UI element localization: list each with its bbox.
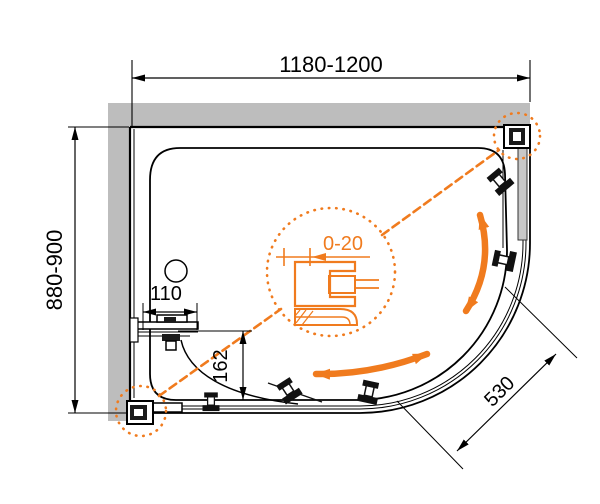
profile-section-drawing (293, 260, 379, 326)
panel-offset-label: 162 (210, 349, 232, 382)
roller-right-mid (491, 249, 517, 273)
dimension-width: 1180-1200 (131, 52, 531, 126)
slide-arrow-bottom (312, 350, 431, 380)
callout-leader-top (380, 148, 501, 237)
drain-circle (164, 259, 188, 283)
roller-right-top (486, 167, 515, 197)
wall-profile-top-right (503, 124, 531, 149)
width-dimension-label: 1180-1200 (279, 52, 383, 77)
detail-callouts (114, 111, 542, 438)
dimension-door-radius: 530 (396, 286, 578, 470)
tray-outline (149, 147, 508, 401)
wall-segment-label: 110 (150, 283, 182, 305)
wall-profile-bottom-left (126, 400, 183, 425)
dimension-wall-segment: 110 (142, 283, 198, 330)
side-panel-bracket (129, 314, 199, 351)
track-line-2 (153, 127, 524, 407)
callout-circle-top-right (492, 111, 542, 161)
track-line-1 (153, 127, 527, 410)
profile-detail: 0-20 (276, 233, 379, 326)
adjustment-arrowhead (312, 253, 326, 261)
dimension-depth: 880-900 (42, 126, 129, 414)
roller-bottom (356, 379, 380, 405)
roller-lever (267, 377, 323, 405)
slide-arrow-right (462, 211, 490, 315)
roller-small-left (202, 392, 220, 412)
profile-adjustment-label: 0-20 (323, 233, 363, 255)
detail-circle (265, 206, 397, 338)
wall-left (108, 103, 130, 421)
callout-leader-bottom (157, 307, 283, 398)
dimension-panel-offset: 162 (178, 330, 252, 400)
wall-top (108, 103, 530, 127)
callout-circle-bottom-left (114, 384, 168, 438)
door-radius-label: 530 (480, 372, 519, 411)
tray-inner-curve (180, 339, 299, 405)
depth-dimension-label: 880-900 (42, 230, 67, 311)
